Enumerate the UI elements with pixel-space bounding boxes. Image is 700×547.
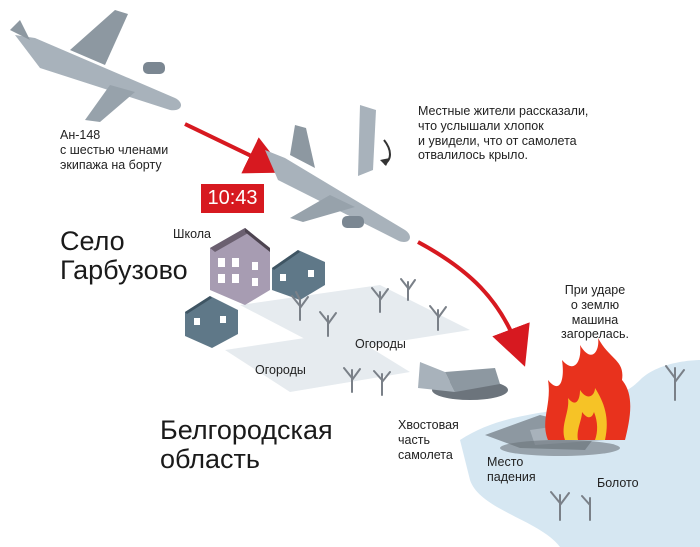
gardens-label-1: Огороды [355,337,406,351]
detached-wing [358,105,391,176]
descent-path-arrow [417,240,530,367]
house-right [272,250,325,300]
school-building [210,228,270,305]
gardens-label-2: Огороды [255,363,306,377]
village-label: Село Гарбузово [60,226,188,286]
swamp-label: Болото [597,476,639,490]
region-label: Белгородская область [160,415,333,475]
school-label: Школа [173,227,211,241]
witnesses-caption: Местные жители рассказали, что услышали … [418,104,589,163]
trees [291,278,685,521]
time-badge: 10:43 [201,184,264,213]
crash-site-label: Место падения [487,455,536,484]
house-left [185,296,238,348]
impact-caption: При ударе о землю машина загорелась. [561,283,629,342]
tail-caption: Хвостовая часть самолета [398,418,459,462]
aircraft-caption: Ан-148 с шестью членами экипажа на борту [60,128,169,172]
tail-wreck [418,362,508,400]
flight-path-arrow [184,122,287,174]
fire-icon [545,338,631,440]
aircraft-initial [10,10,182,122]
aircraft-breaking [265,125,410,242]
